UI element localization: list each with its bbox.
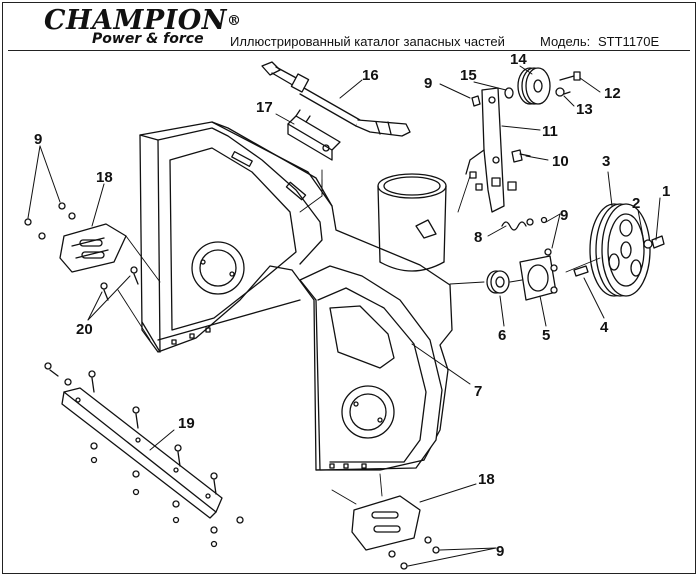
callout-6: 6 xyxy=(498,327,506,344)
callout-3: 3 xyxy=(602,153,610,170)
part-4-key xyxy=(573,265,589,277)
callout-7: 7 xyxy=(474,383,482,400)
callout-17: 17 xyxy=(256,99,273,116)
callout-18-lower: 18 xyxy=(478,471,495,488)
model-label: Модель: xyxy=(540,34,591,49)
part-17-bearing-block xyxy=(287,109,341,161)
callout-16: 16 xyxy=(362,67,379,84)
callout-15: 15 xyxy=(460,67,477,84)
callout-19: 19 xyxy=(178,415,195,432)
model-value: STT1170E xyxy=(598,34,660,49)
callout-9-left: 9 xyxy=(34,131,42,148)
callout-1: 1 xyxy=(662,183,670,200)
callout-10: 10 xyxy=(552,153,569,170)
part-6-bearing xyxy=(486,270,510,294)
assembly-lines xyxy=(117,169,601,505)
brand-logo: CHAMPION® xyxy=(44,5,242,36)
brand-tagline: Power & force xyxy=(92,31,204,47)
callout-9-top: 9 xyxy=(424,75,432,92)
callout-9-plate: 9 xyxy=(560,207,568,224)
part-11-plate xyxy=(465,87,505,213)
part-19-scraper-bar xyxy=(61,387,223,519)
callout-8: 8 xyxy=(474,229,482,246)
scraper-fasteners xyxy=(44,362,244,548)
part-10-bolt xyxy=(511,149,531,163)
part-8-spring xyxy=(501,216,548,231)
part-12-13-bolt-nut xyxy=(471,71,581,107)
part-16-drive-shaft xyxy=(261,61,411,137)
callout-2: 2 xyxy=(632,195,640,212)
part-18-skid-shoe-lower xyxy=(351,495,421,551)
skid-fasteners xyxy=(24,202,440,570)
part-5-flange xyxy=(519,248,558,301)
catalog-title: Иллюстрированный каталог запасных частей xyxy=(230,34,505,49)
plate-hardware xyxy=(469,171,517,191)
discharge-chute-base xyxy=(377,173,447,272)
callout-11: 11 xyxy=(542,123,558,140)
part-18-skid-shoe-upper xyxy=(59,223,127,273)
callout-9-bottom: 9 xyxy=(496,543,504,560)
leader-lines xyxy=(27,65,661,567)
callout-13: 13 xyxy=(576,101,593,118)
header-divider xyxy=(8,50,690,51)
callout-4: 4 xyxy=(600,319,609,336)
part-3-pulley xyxy=(589,203,651,297)
callout-labels: 1 2 3 4 5 6 7 8 9 10 11 12 13 14 15 9 16… xyxy=(34,51,670,560)
callout-18-upper: 18 xyxy=(96,169,113,186)
auger-housing xyxy=(139,121,453,471)
part-14-idler-pulley xyxy=(504,67,551,105)
callout-12: 12 xyxy=(604,85,621,102)
part-1-2-bolt-washer xyxy=(643,235,665,249)
callout-5: 5 xyxy=(542,327,550,344)
callout-20: 20 xyxy=(76,321,93,338)
callout-14: 14 xyxy=(510,51,527,68)
